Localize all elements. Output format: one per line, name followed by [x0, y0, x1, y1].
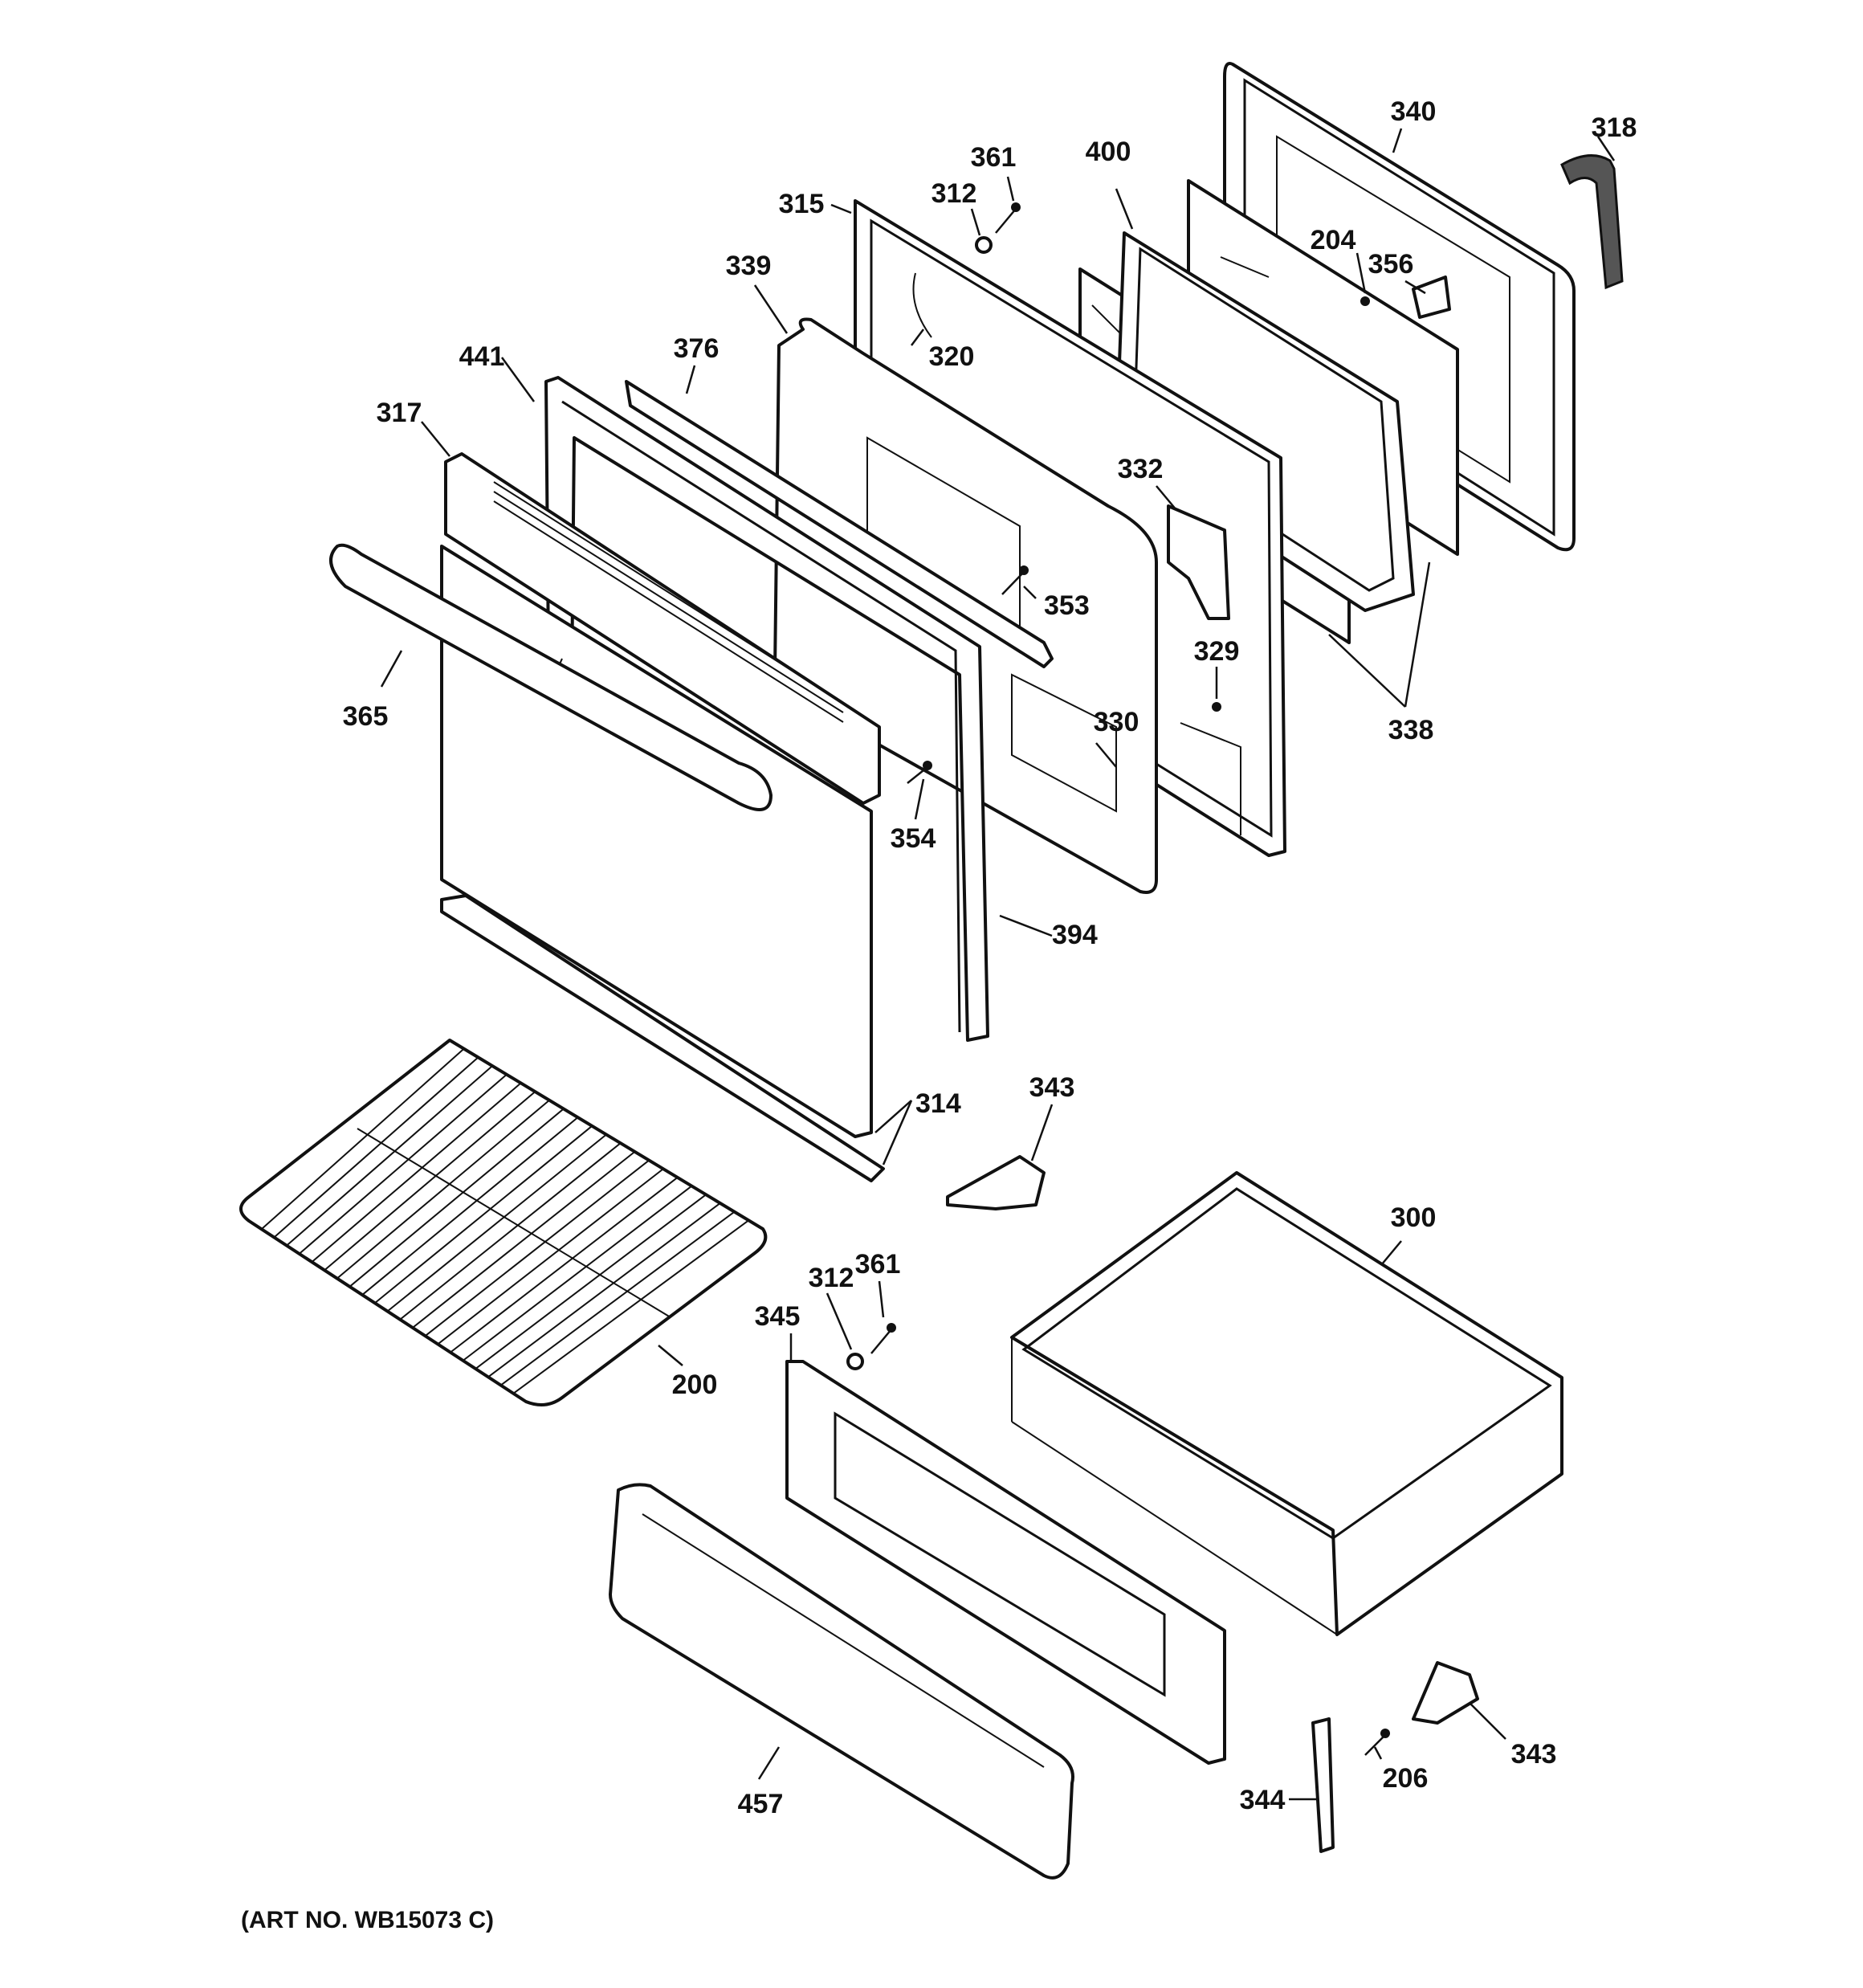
- callout-441: 441: [459, 341, 505, 372]
- part-200-oven-rack: [239, 1039, 768, 1406]
- clip-356: [1412, 276, 1451, 319]
- part-318-door-gasket: [1560, 154, 1624, 290]
- screw-361-lower: [870, 1323, 896, 1354]
- callout-206: 206: [1383, 1763, 1429, 1794]
- part-314-door-bottom-trim: [440, 894, 885, 1182]
- callout-338: 338: [1388, 715, 1434, 745]
- rack-wire: [361, 1116, 579, 1296]
- part-376-vent-trim: [625, 380, 1054, 668]
- part-317-door-top-vent: [444, 452, 881, 805]
- callout-314: 314: [915, 1088, 961, 1119]
- washer-312-upper: [975, 236, 993, 254]
- callout-400: 400: [1086, 137, 1131, 167]
- callout-457: 457: [738, 1789, 784, 1819]
- callout-361-upper: 361: [971, 142, 1017, 173]
- callout-345: 345: [755, 1301, 801, 1332]
- rack-wire: [424, 1159, 650, 1337]
- rack-wire: [462, 1185, 692, 1361]
- part-343-hinge-lower: [1412, 1661, 1479, 1725]
- rack-wire: [399, 1142, 622, 1321]
- rack-wire: [311, 1082, 522, 1263]
- callout-354: 354: [891, 823, 936, 854]
- callout-356: 356: [1368, 249, 1414, 280]
- part-343-hinge-upper: [946, 1155, 1046, 1210]
- callout-340: 340: [1391, 96, 1437, 127]
- rack-wire: [324, 1091, 536, 1272]
- callout-343-upper: 343: [1029, 1072, 1075, 1103]
- callout-204: 204: [1311, 225, 1356, 255]
- callout-394: 394: [1052, 920, 1098, 950]
- callout-330: 330: [1094, 707, 1139, 737]
- leader-lines: [380, 128, 1616, 1801]
- callout-376: 376: [674, 333, 720, 364]
- callout-320: 320: [929, 341, 975, 372]
- rack-wire: [487, 1202, 721, 1378]
- rack-wire: [512, 1219, 749, 1394]
- callout-353: 353: [1044, 590, 1090, 621]
- screw-361-upper: [995, 202, 1021, 234]
- callout-315: 315: [779, 189, 825, 219]
- screw-354: [907, 761, 932, 784]
- rack-wire: [450, 1177, 679, 1353]
- rack-wire: [273, 1056, 479, 1239]
- part-344-drawer-rail: [1311, 1717, 1335, 1853]
- part-332-bracket: [1167, 504, 1230, 620]
- callout-332: 332: [1118, 454, 1164, 484]
- callout-344: 344: [1240, 1785, 1286, 1815]
- part-300-drawer-box: [1010, 1171, 1563, 1636]
- callout-312-lower: 312: [809, 1263, 854, 1293]
- callout-317: 317: [377, 398, 422, 428]
- rack-wire: [412, 1151, 636, 1329]
- screw-329: [1212, 702, 1221, 712]
- callout-300: 300: [1391, 1202, 1437, 1233]
- rack-wire: [286, 1065, 493, 1247]
- part-457-drawer-panel: [609, 1483, 1074, 1880]
- rack-wire: [500, 1210, 736, 1386]
- art-number: (ART NO. WB15073 C): [241, 1907, 494, 1933]
- callout-339: 339: [726, 251, 772, 281]
- callout-labels: 318 340 400 361 312 315 339 204 356 320 …: [343, 96, 1637, 1819]
- callout-329: 329: [1194, 636, 1240, 667]
- screw-353: [1001, 565, 1029, 595]
- washer-312-lower: [846, 1353, 864, 1370]
- rack-wire: [386, 1133, 607, 1312]
- callout-365: 365: [343, 701, 389, 732]
- callout-312-upper: 312: [932, 178, 977, 209]
- rack-wire: [475, 1194, 707, 1370]
- rack-wire: [299, 1073, 508, 1255]
- rack-wire: [336, 1100, 550, 1280]
- screw-204: [1360, 296, 1370, 306]
- rack-wire: [349, 1108, 565, 1288]
- callout-343-lower: 343: [1511, 1739, 1557, 1770]
- callout-318: 318: [1592, 112, 1637, 143]
- screw-206: [1364, 1729, 1390, 1756]
- part-345-drawer-front-frame: [785, 1360, 1226, 1765]
- part-365-door-handle: [329, 543, 773, 811]
- callout-200: 200: [672, 1370, 718, 1400]
- rack-wire: [261, 1047, 465, 1230]
- rack-wire: [374, 1125, 593, 1304]
- rack-wire: [437, 1168, 664, 1345]
- callout-361-lower: 361: [855, 1249, 901, 1280]
